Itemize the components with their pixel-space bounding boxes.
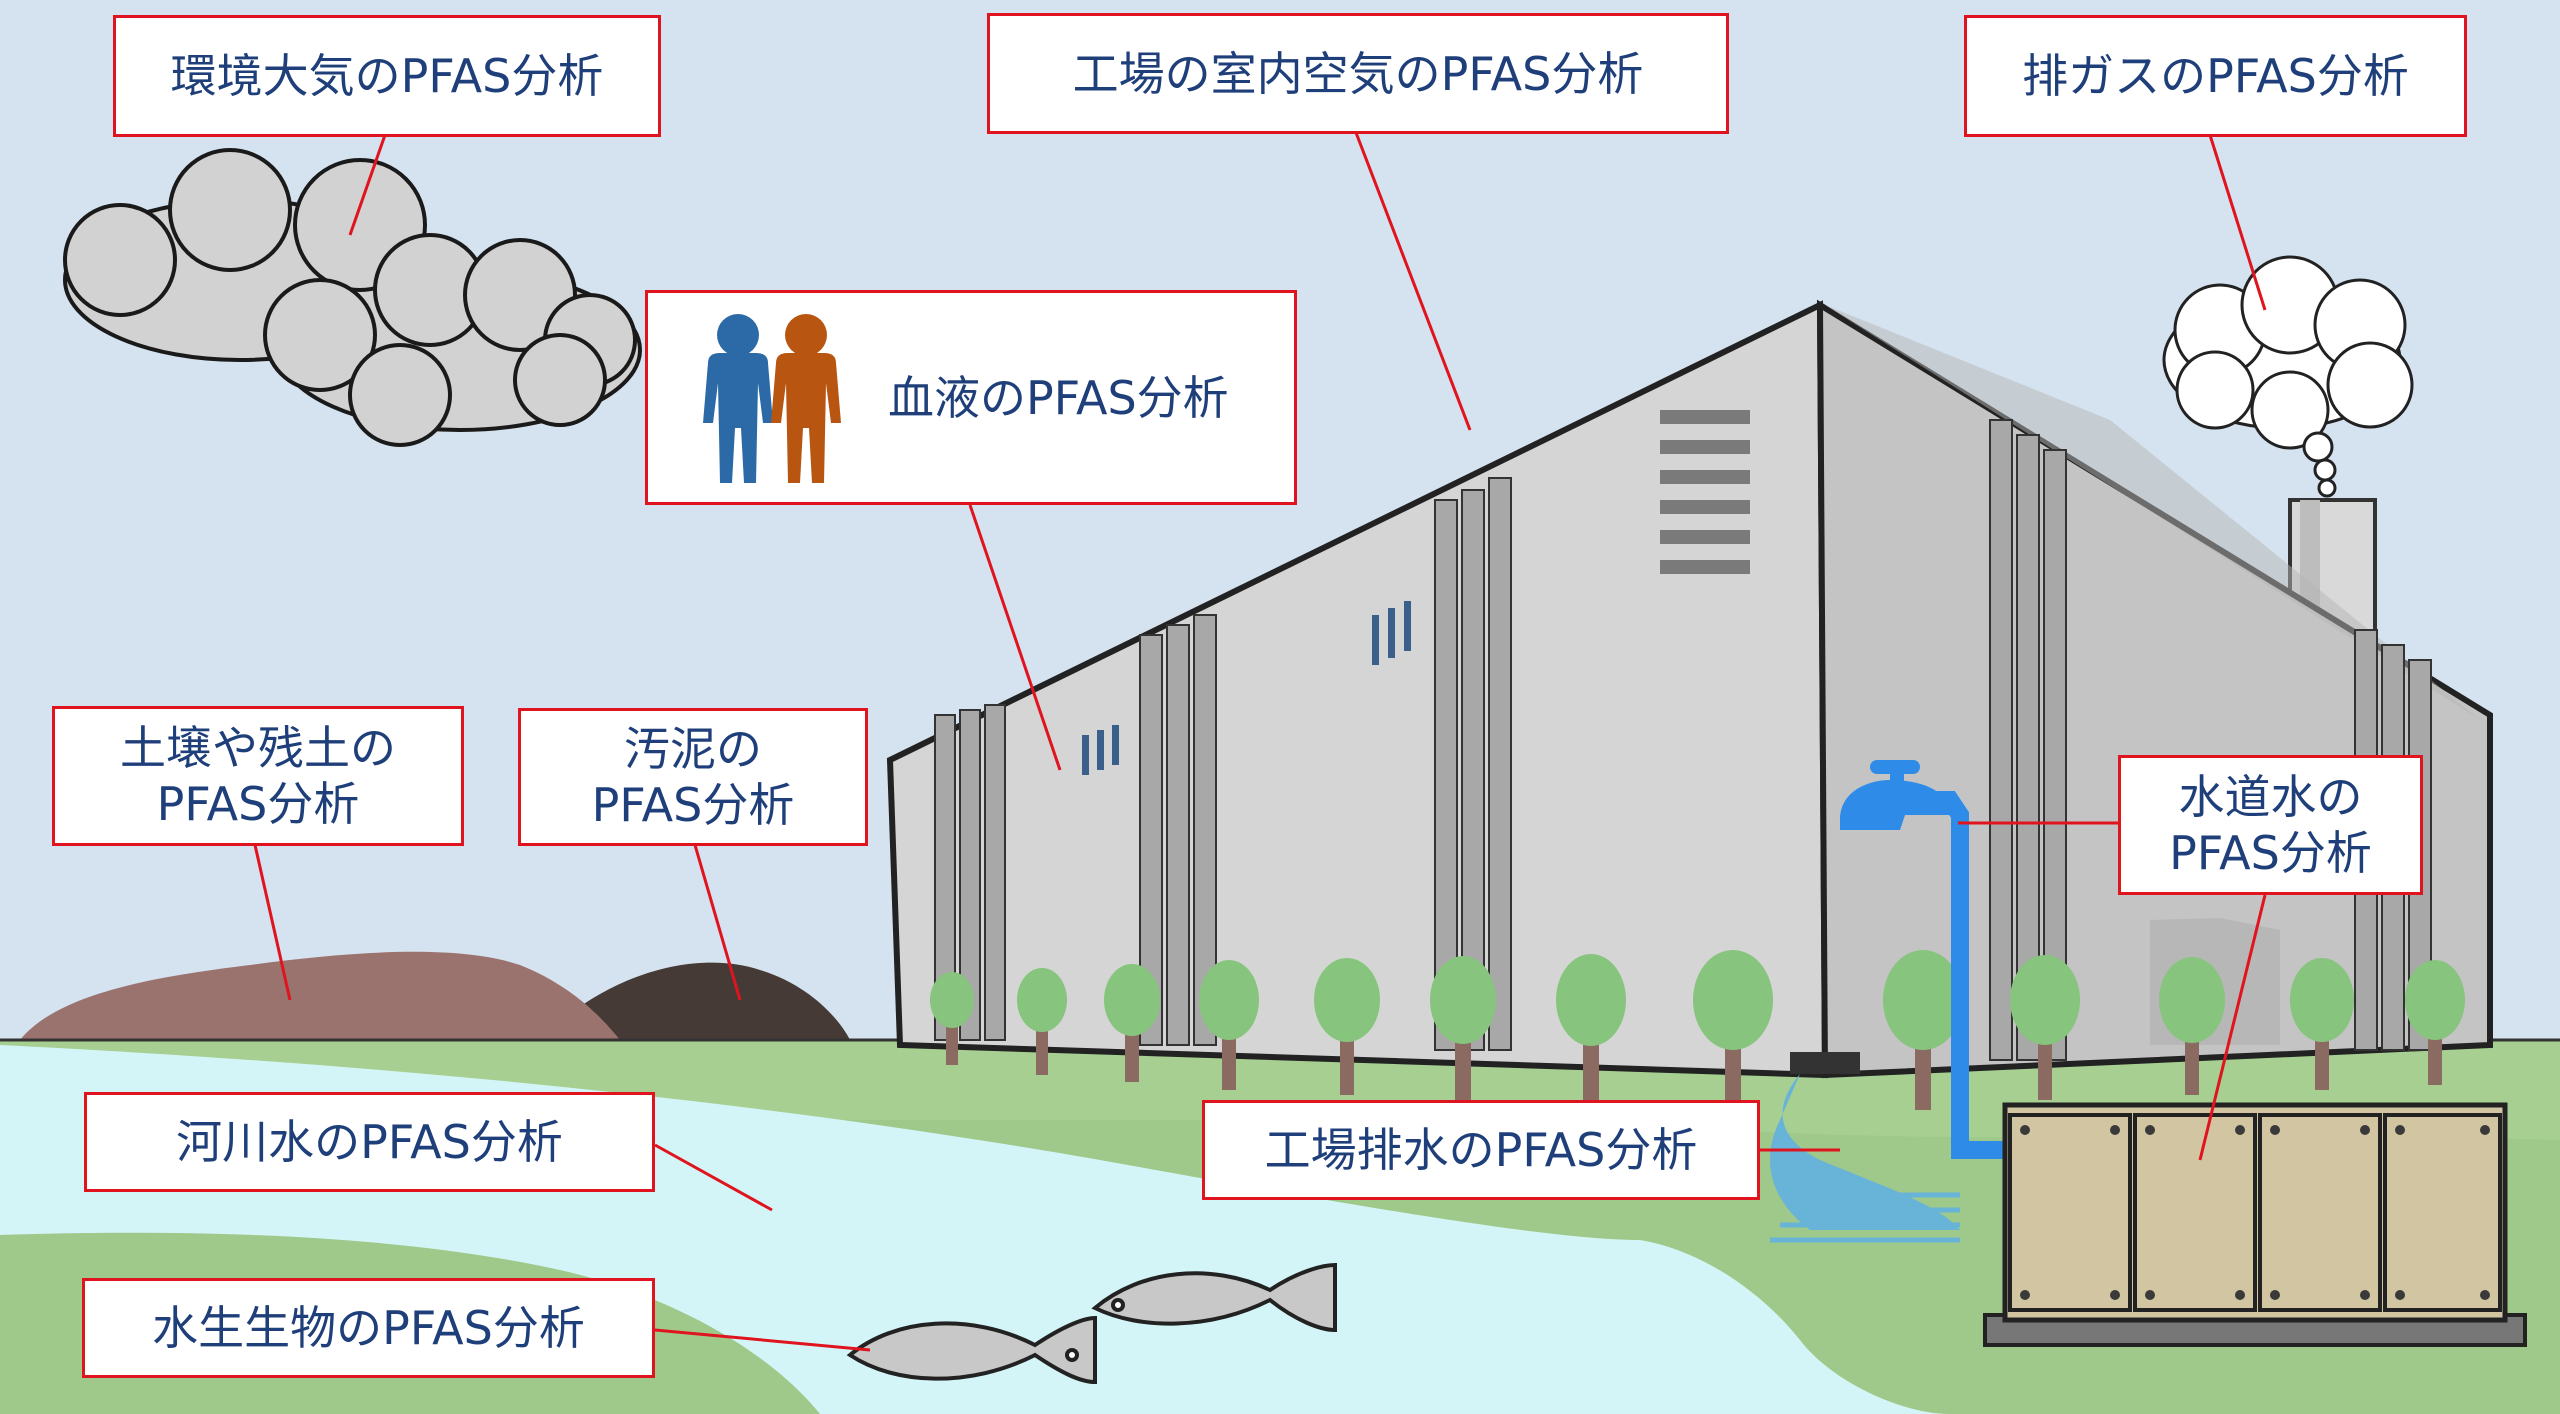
- label-blood-text: 血液のPFAS分析: [888, 370, 1229, 425]
- label-river-water-analysis: 河川水のPFAS分析: [84, 1092, 655, 1192]
- label-exhaust-gas-analysis: 排ガスのPFAS分析: [1964, 15, 2467, 137]
- label-blood-analysis: 血液のPFAS分析: [645, 290, 1297, 505]
- people-icon: [703, 314, 841, 483]
- sludge-mound: [540, 962, 850, 1040]
- tap-water-faucet-icon: [1840, 760, 2020, 1159]
- fish-icon: [846, 1262, 1337, 1385]
- factory-vents: [1660, 410, 1750, 574]
- label-soil-analysis: 土壌や残土の PFAS分析: [52, 706, 464, 846]
- label-aquatic-life-analysis: 水生生物のPFAS分析: [82, 1278, 655, 1378]
- wastewater-outlet: [1770, 1052, 1960, 1243]
- tree-row: [930, 950, 2465, 1110]
- label-ambient-air-analysis: 環境大気のPFAS分析: [113, 15, 661, 137]
- cloud-left-icon: [63, 148, 642, 447]
- soil-mound: [20, 951, 620, 1040]
- leader-lines: [253, 129, 2267, 1352]
- label-sludge-analysis: 汚泥の PFAS分析: [518, 708, 868, 846]
- water-tank: [1983, 1102, 2527, 1347]
- label-indoor-air-analysis: 工場の室内空気のPFAS分析: [987, 13, 1729, 134]
- label-tap-water-analysis: 水道水の PFAS分析: [2118, 755, 2423, 895]
- label-factory-wastewater-analysis: 工場排水のPFAS分析: [1202, 1100, 1760, 1200]
- cloud-exhaust-icon: [2162, 255, 2414, 498]
